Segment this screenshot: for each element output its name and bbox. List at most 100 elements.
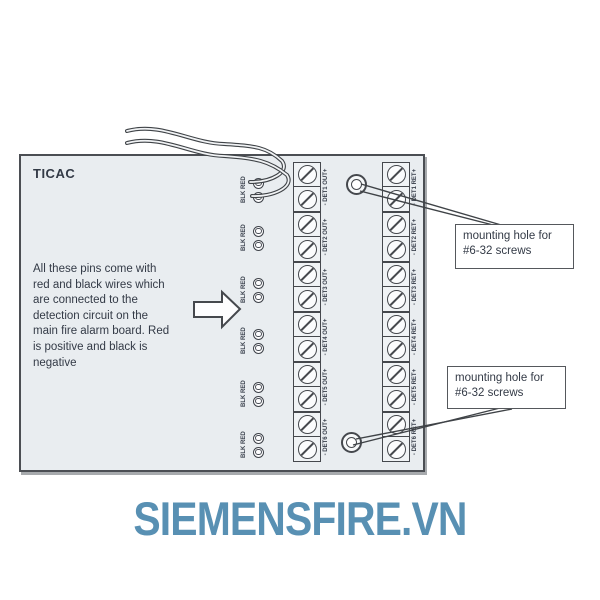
pin-row: BLK bbox=[238, 290, 270, 304]
callout-line: #6-32 screws bbox=[455, 387, 524, 399]
screw-icon bbox=[297, 289, 317, 309]
red-pin-icon bbox=[253, 432, 264, 444]
mounting-hole-top bbox=[346, 174, 367, 195]
screw-terminal bbox=[382, 187, 410, 212]
pin-wire-label: RED bbox=[241, 380, 247, 393]
black-pin-icon bbox=[253, 191, 264, 203]
terminal-pair: - DET3 OUT+ bbox=[293, 262, 329, 312]
screw-icon bbox=[386, 165, 406, 184]
screw-icon bbox=[297, 215, 317, 234]
screw-icon bbox=[386, 239, 406, 259]
screw-icon bbox=[297, 389, 317, 409]
screw-terminal bbox=[293, 437, 321, 462]
screw-terminal bbox=[293, 287, 321, 312]
red-pin-icon bbox=[253, 328, 264, 340]
pin-row: BLK bbox=[238, 341, 270, 355]
terminal-label: - DET3 OUT+ bbox=[323, 268, 329, 306]
pin-row: RED bbox=[238, 176, 270, 190]
terminal-pair: - DET4 RET+ bbox=[382, 312, 418, 362]
pin-wire-label: RED bbox=[241, 176, 247, 189]
mounting-hole-callout-top: mounting hole for #6-32 screws bbox=[455, 224, 574, 269]
callout-line: #6-32 screws bbox=[463, 245, 532, 257]
terminal-label: - DET4 OUT+ bbox=[323, 318, 329, 356]
screw-terminal bbox=[382, 162, 410, 187]
red-pin-icon bbox=[253, 225, 264, 237]
black-pin-icon bbox=[253, 291, 264, 303]
black-pin-icon bbox=[253, 446, 264, 458]
screw-icon bbox=[386, 315, 406, 334]
terminal-label: - DET6 RET+ bbox=[412, 418, 418, 456]
pin-row: RED bbox=[238, 224, 270, 238]
pin-wire-label: BLK bbox=[241, 238, 247, 251]
mounting-hole-bottom bbox=[341, 432, 362, 453]
black-pin-icon bbox=[253, 395, 264, 407]
screw-terminal bbox=[382, 412, 410, 437]
pin-wire-label: RED bbox=[241, 276, 247, 289]
pin-wire-label: RED bbox=[241, 327, 247, 340]
screw-icon bbox=[386, 439, 406, 459]
pin-wire-label: BLK bbox=[241, 341, 247, 354]
terminal-pair: - DET6 OUT+ bbox=[293, 412, 329, 462]
pin-wire-label: BLK bbox=[241, 394, 247, 407]
terminal-pair: - DET1 OUT+ bbox=[293, 162, 329, 212]
pin-row: RED bbox=[238, 380, 270, 394]
black-pin-icon bbox=[253, 239, 264, 251]
screw-icon bbox=[386, 365, 406, 384]
callout-line: mounting hole for bbox=[463, 230, 552, 242]
mounting-hole-callout-bottom: mounting hole for #6-32 screws bbox=[447, 366, 566, 409]
terminal-pair: - DET3 RET+ bbox=[382, 262, 418, 312]
screw-icon bbox=[297, 339, 317, 359]
screw-icon bbox=[386, 289, 406, 309]
screw-terminal bbox=[293, 337, 321, 362]
screw-icon bbox=[297, 239, 317, 259]
pins-annotation-text: All these pins come with red and black w… bbox=[33, 263, 170, 369]
screw-icon bbox=[386, 265, 406, 284]
terminal-label: - DET3 RET+ bbox=[412, 268, 418, 306]
screw-icon bbox=[386, 389, 406, 409]
screw-terminal bbox=[382, 237, 410, 262]
terminal-pair: - DET6 RET+ bbox=[382, 412, 418, 462]
callout-line: mounting hole for bbox=[455, 372, 544, 384]
terminal-pair: - DET4 OUT+ bbox=[293, 312, 329, 362]
terminal-label: - DET6 OUT+ bbox=[323, 418, 329, 456]
terminal-strip-ret: - DET1 RET+- DET2 RET+- DET3 RET+- DET4 … bbox=[382, 162, 418, 462]
red-pin-icon bbox=[253, 381, 264, 393]
red-pin-icon bbox=[253, 177, 264, 189]
screw-terminal bbox=[382, 262, 410, 287]
pin-row: BLK bbox=[238, 445, 270, 459]
screw-terminal bbox=[293, 187, 321, 212]
screw-terminal bbox=[293, 312, 321, 337]
screw-terminal bbox=[293, 262, 321, 287]
terminal-pair: - DET5 RET+ bbox=[382, 362, 418, 412]
terminal-pair: - DET5 OUT+ bbox=[293, 362, 329, 412]
terminal-label: - DET1 OUT+ bbox=[323, 168, 329, 206]
pin-row: RED bbox=[238, 276, 270, 290]
screw-terminal bbox=[382, 337, 410, 362]
terminal-strip-out: - DET1 OUT+ - DET2 OUT+ - DET3 OUT+ - DET4 … bbox=[293, 162, 329, 462]
pin-wire-label: BLK bbox=[241, 290, 247, 303]
pin-wire-label: BLK bbox=[241, 445, 247, 458]
terminal-label: - DET4 RET+ bbox=[412, 318, 418, 356]
screw-terminal bbox=[293, 212, 321, 237]
screw-icon bbox=[386, 189, 406, 209]
screw-terminal bbox=[293, 362, 321, 387]
pin-wire-label: BLK bbox=[241, 190, 247, 203]
terminal-pair: - DET2 RET+ bbox=[382, 212, 418, 262]
pin-wire-label: RED bbox=[241, 224, 247, 237]
screw-icon bbox=[297, 165, 317, 184]
screw-terminal bbox=[382, 387, 410, 412]
screw-icon bbox=[297, 189, 317, 209]
screw-icon bbox=[297, 315, 317, 334]
screw-terminal bbox=[382, 212, 410, 237]
screw-terminal bbox=[293, 237, 321, 262]
pin-wire-label: RED bbox=[241, 431, 247, 444]
terminal-pair: - DET2 OUT+ bbox=[293, 212, 329, 262]
pin-row: BLK bbox=[238, 394, 270, 408]
screw-terminal bbox=[293, 412, 321, 437]
screw-icon bbox=[386, 339, 406, 359]
